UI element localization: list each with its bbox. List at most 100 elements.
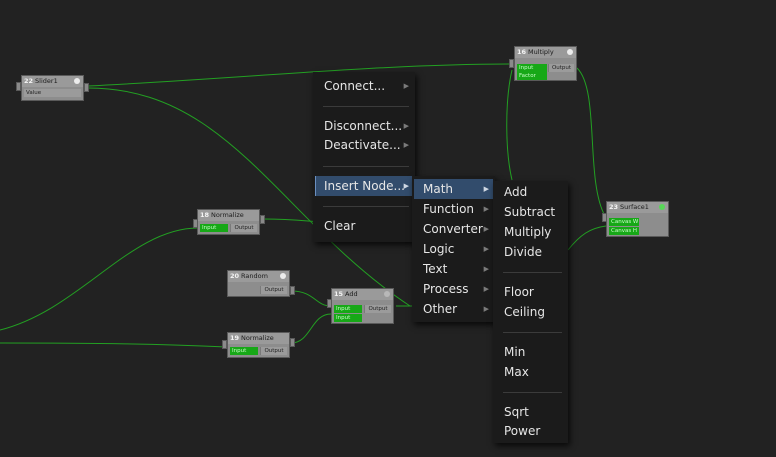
- submenu-arrow-icon: ▶: [483, 305, 489, 313]
- node-title: Normalize: [211, 211, 244, 219]
- node-title: Surface1: [620, 203, 649, 211]
- menu-item-label: Logic: [423, 242, 455, 256]
- menu-separator: [323, 206, 409, 207]
- menu-item-disconnect[interactable]: Disconnect...▶: [315, 116, 413, 136]
- menu-item-ceiling[interactable]: Ceiling: [504, 305, 545, 319]
- node-id: 20: [230, 272, 240, 280]
- menu-item-multiply[interactable]: Multiply: [504, 225, 552, 239]
- menu-item-subtract[interactable]: Subtract: [504, 205, 556, 219]
- submenu-arrow-icon: ▶: [403, 182, 409, 190]
- output-port[interactable]: Output: [260, 286, 287, 294]
- input-port-canvas-w[interactable]: Canvas W: [609, 218, 639, 226]
- wire-multiply-to-surface: [576, 67, 606, 217]
- node-title: Normalize: [241, 334, 274, 342]
- node-title: Multiply: [528, 48, 554, 56]
- node-title: Add: [345, 290, 358, 298]
- menu-separator: [503, 332, 562, 333]
- menu-item-function[interactable]: Function▶: [414, 199, 493, 219]
- submenu-arrow-icon: ▶: [483, 185, 489, 193]
- output-port[interactable]: Output: [230, 224, 257, 232]
- menu-item-converter[interactable]: Converter▶: [414, 219, 493, 239]
- wire-left-to-normalize19: [0, 342, 228, 348]
- submenu-arrow-icon: ▶: [483, 245, 489, 253]
- menu-item-process[interactable]: Process▶: [414, 279, 493, 299]
- menu-item-label: Text: [423, 262, 448, 276]
- menu-item-sqrt[interactable]: Sqrt: [504, 405, 529, 419]
- menu-item-insert-node[interactable]: Insert Node...▶: [315, 176, 413, 196]
- slider1-left-stub: [16, 82, 21, 91]
- output-port[interactable]: Output: [364, 305, 391, 313]
- input-port-input-1[interactable]: Input: [334, 305, 362, 313]
- input-port-input-2[interactable]: Input: [334, 314, 362, 322]
- status-dot-icon: [567, 49, 573, 55]
- menu-item-clear[interactable]: Clear: [315, 216, 413, 236]
- input-port-canvas-h[interactable]: Canvas H: [609, 227, 639, 235]
- normalize19-right-stub[interactable]: [290, 338, 295, 347]
- menu-item-label: Math: [423, 182, 454, 196]
- node-title: Random: [241, 272, 268, 280]
- output-port-value[interactable]: Value: [24, 89, 81, 97]
- math-node-menu: Add Subtract Multiply Divide Floor Ceili…: [493, 181, 568, 443]
- menu-separator: [503, 392, 562, 393]
- menu-item-label: Clear: [324, 219, 356, 233]
- menu-item-other[interactable]: Other ▶: [414, 299, 493, 319]
- status-dot-icon: [74, 78, 80, 84]
- submenu-arrow-icon: ▶: [483, 265, 489, 273]
- submenu-arrow-icon: ▶: [483, 205, 489, 213]
- output-port[interactable]: Output: [548, 64, 574, 72]
- menu-item-text[interactable]: Text ▶: [414, 259, 493, 279]
- menu-item-label: Other: [423, 302, 458, 316]
- menu-item-add[interactable]: Add: [504, 185, 528, 199]
- status-dot-icon: [280, 273, 286, 279]
- wire-slider-to-multiply: [87, 63, 513, 87]
- wire-left-to-normalize18: [0, 227, 199, 331]
- submenu-arrow-icon: ▶: [403, 82, 409, 90]
- menu-item-math[interactable]: Math ▶: [414, 179, 493, 199]
- wire-menu-to-surface: [567, 225, 607, 251]
- input-port-input[interactable]: Input: [200, 224, 228, 232]
- input-port-factor[interactable]: Factor: [517, 72, 547, 80]
- menu-item-deactivate[interactable]: Deactivate...▶: [315, 135, 413, 155]
- menu-separator: [323, 106, 409, 107]
- wire-normalize19-to-add: [290, 313, 332, 344]
- menu-separator: [323, 166, 409, 167]
- menu-item-power[interactable]: Power: [504, 424, 541, 438]
- wire-random-to-add: [290, 290, 332, 307]
- node-id: 22: [24, 77, 34, 85]
- input-port-input[interactable]: Input: [517, 64, 547, 72]
- menu-item-label: Deactivate...: [324, 138, 401, 152]
- slider1-right-stub[interactable]: [84, 83, 89, 92]
- menu-item-max[interactable]: Max: [504, 365, 529, 379]
- wire-multiply-down: [506, 69, 513, 181]
- menu-item-floor[interactable]: Floor: [504, 285, 534, 299]
- menu-item-logic[interactable]: Logic ▶: [414, 239, 493, 259]
- wire-slider-to-add: [87, 87, 411, 307]
- submenu-arrow-icon: ▶: [403, 122, 409, 130]
- output-port[interactable]: Output: [260, 347, 287, 355]
- normalize18-right-stub[interactable]: [260, 215, 265, 224]
- input-port-input[interactable]: Input: [230, 347, 258, 355]
- menu-item-connect[interactable]: Connect...▶: [315, 76, 413, 96]
- menu-item-divide[interactable]: Divide: [504, 245, 543, 259]
- normalize19-left-stub: [222, 340, 227, 349]
- menu-item-label: Process: [423, 282, 469, 296]
- menu-item-label: Insert Node...: [324, 179, 405, 193]
- menu-item-min[interactable]: Min: [504, 345, 526, 359]
- node-id: 16: [517, 48, 527, 56]
- random-right-stub[interactable]: [290, 286, 295, 295]
